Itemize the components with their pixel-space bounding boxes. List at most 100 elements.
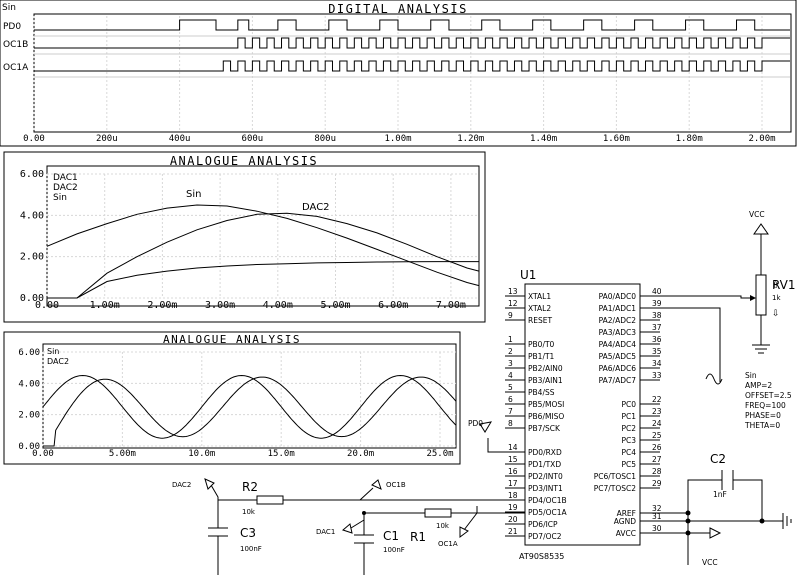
probe-dac1: DAC1 — [316, 528, 335, 536]
u1-pin-number: 2 — [508, 347, 513, 356]
u1-pin-name: PC7/TOSC2 — [594, 484, 637, 493]
u1-pin-name: PA6/ADC6 — [599, 364, 637, 373]
u1-pin-name: PB4/SS — [528, 388, 555, 397]
analogue1-legend-dac1: DAC1 — [53, 173, 78, 183]
u1-pin-name: PC3 — [621, 436, 636, 445]
digital-xtick-label: 400u — [169, 134, 191, 144]
probe-oc1a: OC1A — [438, 540, 458, 548]
microcontroller-u1[interactable]: U1 13XTAL112XTAL29RESET1PB0/T02PB1/T13PB… — [505, 268, 662, 561]
u1-pin-name: PA2/ADC2 — [599, 316, 637, 325]
analogue1-xtick-label: 3.00m — [205, 300, 235, 311]
r2-value: 10k — [242, 508, 256, 516]
u1-pin-name: PA4/ADC4 — [599, 340, 637, 349]
analogue1-xtick-label: 4.00m — [263, 300, 293, 311]
digital-xtick-label: 1.40m — [530, 134, 557, 144]
u1-pin-name: PD4/OC1B — [528, 496, 567, 505]
analogue2-ytick-label: 0.00 — [18, 442, 40, 452]
probe-oc1b: OC1B — [386, 481, 406, 489]
u1-pin-number: 24 — [652, 419, 662, 428]
u1-pin-name: AGND — [614, 517, 636, 526]
u1-pin-name: PC4 — [621, 448, 636, 457]
analogue1-ytick-label: 2.00 — [20, 252, 44, 263]
u1-pin-number: 32 — [652, 504, 662, 513]
u1-pin-name: PB3/AIN1 — [528, 376, 563, 385]
u1-pin-number: 5 — [508, 383, 513, 392]
u1-pin-name: PA7/ADC7 — [599, 376, 637, 385]
rv1-potentiometer[interactable] — [755, 274, 767, 316]
r1-value: 10k — [436, 522, 450, 530]
analogue2-xtick-label: 5.00m — [109, 449, 136, 459]
u1-pin-name: PD6/ICP — [528, 520, 558, 529]
analogue2-ytick-label: 2.00 — [18, 411, 40, 421]
digital-xtick-label: 2.00m — [748, 134, 775, 144]
u1-pin-number: 17 — [508, 479, 518, 488]
digital-title: DIGITAL ANALYSIS — [328, 2, 468, 16]
u1-pin-name: PD3/INT1 — [528, 484, 563, 493]
digital-xtick-label: 1.20m — [457, 134, 484, 144]
c3-ref: C3 — [240, 526, 256, 540]
u1-pin-number: 39 — [652, 299, 662, 308]
digital-channel-label: OC1B — [3, 40, 28, 50]
analogue2-xtick-label: 0.00 — [32, 449, 54, 459]
analogue2-legend-sin: Sin — [47, 347, 59, 356]
u1-pin-name: PA1/ADC1 — [599, 304, 637, 313]
u1-pin-number: 3 — [508, 359, 513, 368]
sin-source-param: OFFSET=2.5 — [745, 391, 792, 400]
u1-pin-number: 18 — [508, 491, 518, 500]
u1-pin-name: PC5 — [621, 460, 636, 469]
u1-pin-number: 38 — [652, 311, 662, 320]
u1-pin-number: 20 — [508, 515, 518, 524]
analogue1-xtick-label: 1.00m — [90, 300, 120, 311]
rv1-down-arrow[interactable]: ⇩ — [772, 309, 780, 319]
analogue1-trace-dac2 — [47, 212, 480, 299]
rv1-up-arrow[interactable]: ⇧ — [772, 281, 780, 291]
sin-source-param: Sin — [745, 371, 757, 380]
u1-pin-number: 30 — [652, 524, 662, 533]
u1-pin-name: PB7/SCK — [528, 424, 561, 433]
u1-pin-number: 36 — [652, 335, 662, 344]
analogue1-trace-dac1 — [47, 261, 479, 299]
u1-pin-number: 23 — [652, 407, 662, 416]
u1-pin-number: 29 — [652, 479, 662, 488]
sin-source-param: THETA=0 — [744, 421, 780, 430]
u1-pin-name: AVCC — [616, 529, 636, 538]
u1-pin-number: 4 — [508, 371, 513, 380]
analogue2-ytick-label: 4.00 — [18, 379, 40, 389]
r1-ref: R1 — [410, 530, 426, 544]
digital-xtick-label: 0.00 — [23, 134, 45, 144]
r2-resistor[interactable] — [256, 495, 284, 505]
analogue1-xtick-label: 0.00 — [35, 300, 59, 311]
c2-ref: C2 — [710, 452, 726, 466]
analogue1-xtick-label: 6.00m — [378, 300, 408, 311]
analogue2-trace-dac2 — [43, 376, 457, 447]
vcc-bottom-label: VCC — [702, 558, 718, 567]
digital-xtick-label: 1.80m — [676, 134, 703, 144]
u1-pin-number: 9 — [508, 311, 513, 320]
u1-pin-name: PB2/AIN0 — [528, 364, 563, 373]
u1-pin-name: PB6/MISO — [528, 412, 564, 421]
analogue2-xtick-label: 15.0m — [268, 449, 295, 459]
u1-pin-name: PB5/MOSI — [528, 400, 564, 409]
u1-pin-number: 22 — [652, 395, 662, 404]
analogue2-legend-dac2: DAC2 — [47, 357, 69, 366]
c2-value: 1nF — [713, 490, 727, 499]
u1-pin-number: 26 — [652, 443, 662, 452]
u1-pin-name: PB1/T1 — [528, 352, 555, 361]
u1-pin-name: PA0/ADC0 — [599, 292, 637, 301]
analogue1-ytick-label: 6.00 — [20, 169, 44, 180]
u1-pin-number: 8 — [508, 419, 513, 428]
rv1-value: 1k — [772, 294, 781, 302]
u1-pin-number: 27 — [652, 455, 662, 464]
u1-pin-number: 25 — [652, 431, 662, 440]
analogue1-curve-label-dac2: DAC2 — [302, 202, 330, 213]
u1-pin-number: 37 — [652, 323, 662, 332]
digital-trace-pd0 — [34, 19, 790, 31]
r1-resistor[interactable] — [424, 508, 452, 518]
analogue2-xtick-label: 20.0m — [347, 449, 374, 459]
probe-dac2: DAC2 — [172, 481, 191, 489]
rv1-ref: RV1 — [772, 278, 796, 292]
